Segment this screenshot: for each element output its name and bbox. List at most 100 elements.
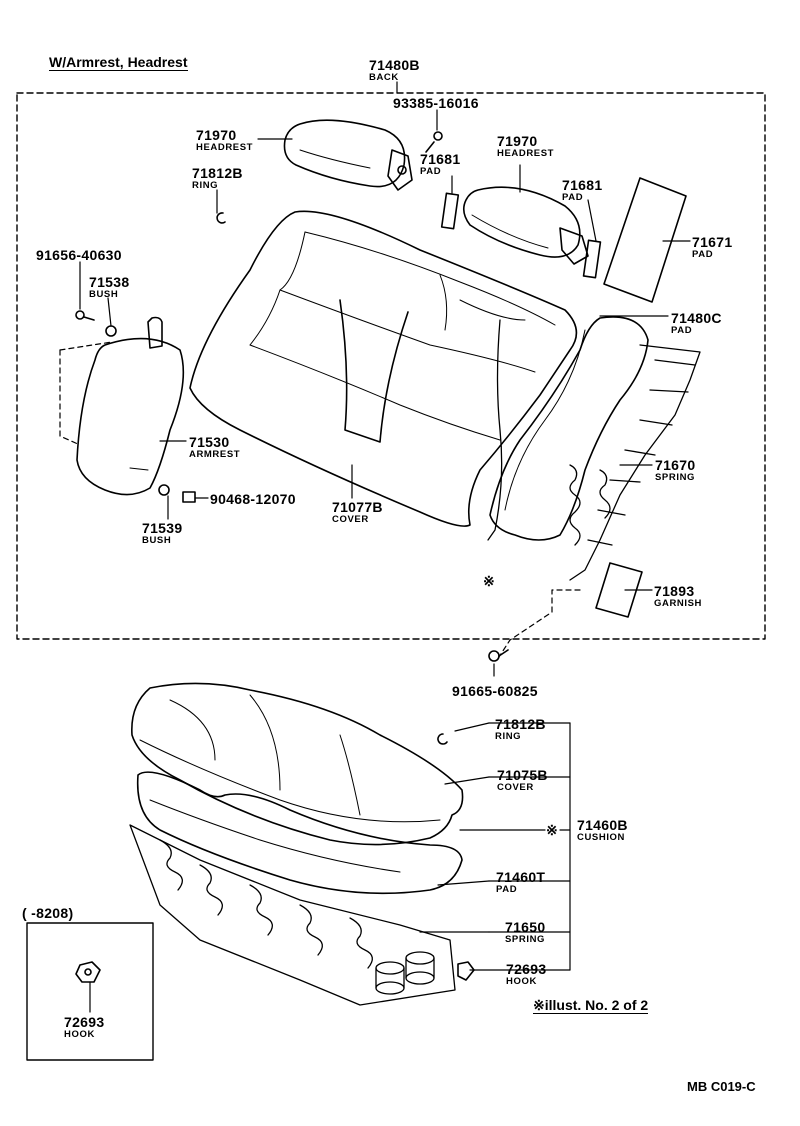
part-number: 71539: [142, 520, 183, 536]
part-number: 71075B: [497, 767, 548, 783]
part-number: 71893: [654, 583, 695, 599]
part-number: 71480C: [671, 310, 722, 326]
label-71077b: 71077B COVER: [332, 500, 383, 525]
label-71812b-cushion: 71812B RING: [495, 717, 546, 742]
part-number: 71970: [497, 133, 538, 149]
part-number: 71530: [189, 434, 230, 450]
part-name: RING: [495, 731, 522, 742]
label-71539: 71539 BUSH: [142, 521, 182, 546]
part-name: BACK: [369, 72, 399, 83]
inset-box: [26, 922, 154, 1061]
label-71075b: 71075B COVER: [497, 768, 548, 793]
armrest: [76, 316, 185, 496]
label-71893: 71893 GARNISH: [654, 584, 702, 609]
label-71681-right: 71681 PAD: [562, 178, 602, 203]
part-name: BUSH: [142, 535, 172, 546]
part-number: 71670: [655, 457, 696, 473]
part-number: 72693: [64, 1014, 105, 1030]
part-number: 71671: [692, 234, 733, 250]
label-71480c: 71480C PAD: [671, 311, 722, 336]
label-71530: 71530 ARMREST: [189, 435, 240, 460]
connector-dashes: [59, 341, 581, 661]
part-number: 71681: [562, 177, 603, 193]
pad-71681-right: [582, 239, 602, 279]
label-71671: 71671 PAD: [692, 235, 732, 260]
diagram-code: MB C019-C: [687, 1079, 756, 1094]
part-name: BUSH: [89, 289, 119, 300]
part-number: 71650: [505, 919, 546, 935]
pad-71671: [603, 177, 687, 303]
garnish-71893: [595, 562, 643, 618]
part-name: PAD: [692, 249, 714, 260]
part-number: 71538: [89, 274, 130, 290]
part-name: PAD: [496, 884, 518, 895]
label-71670: 71670 SPRING: [655, 458, 695, 483]
label-72693-inset: 72693 HOOK: [64, 1015, 104, 1040]
part-name: SPRING: [505, 934, 546, 945]
headrest-right: [462, 186, 589, 265]
back-pad-71480c: [489, 316, 649, 541]
label-91665-60825: 91665-60825: [452, 683, 538, 699]
part-number: 71480B: [369, 57, 420, 73]
part-name: PAD: [671, 325, 693, 336]
label-71480b: 71480B BACK: [369, 58, 420, 83]
label-71970-right: 71970 HEADREST: [497, 134, 554, 159]
part-number: 71077B: [332, 499, 383, 515]
asterisk-mark-back: ※: [483, 573, 496, 589]
label-71650: 71650 SPRING: [505, 920, 545, 945]
illust-note: ※illust. No. 2 of 2: [533, 997, 649, 1014]
part-name: PAD: [420, 166, 442, 177]
cushion-cover: [131, 682, 464, 846]
page-title: W/Armrest, Headrest: [49, 54, 188, 71]
part-number: 72693: [506, 961, 547, 977]
inset-range: ( -8208): [22, 905, 74, 921]
asterisk-mark-cushion: ※: [546, 822, 559, 838]
headrest-left: [283, 119, 413, 191]
part-name: HEADREST: [497, 148, 555, 159]
pin-90468: [182, 491, 196, 503]
part-name: RING: [192, 180, 219, 191]
hook-72693-inset: [75, 961, 101, 983]
cushion-spring-frame: [129, 824, 456, 1006]
bush-71538: [105, 325, 117, 337]
part-number: 71812B: [495, 716, 546, 732]
ring-71812b-cushion: [437, 733, 448, 745]
part-number: 71970: [196, 127, 237, 143]
back-assembly-boundary: [16, 92, 766, 640]
seat-back-cover: [189, 210, 578, 527]
label-71460t: 71460T PAD: [496, 870, 545, 895]
leader-lines: [79, 81, 691, 1013]
part-name: HOOK: [64, 1029, 95, 1040]
part-name: GARNISH: [654, 598, 703, 609]
label-72693: 72693 HOOK: [506, 962, 546, 987]
part-name: ARMREST: [189, 449, 241, 460]
label-90468-12070: 90468-12070: [210, 491, 296, 507]
ring-71812b-back: [216, 212, 226, 224]
part-name: HOOK: [506, 976, 537, 987]
bolt-93385: [425, 131, 443, 153]
part-number: 71812B: [192, 165, 243, 181]
label-93385-16016: 93385-16016: [393, 95, 479, 111]
screw-91656: [75, 310, 95, 321]
part-number: 71460B: [577, 817, 628, 833]
part-name: COVER: [497, 782, 534, 793]
hook-72693: [457, 961, 475, 981]
part-name: SPRING: [655, 472, 696, 483]
part-number: 71460T: [496, 869, 546, 885]
pad-71681-left: [440, 192, 460, 230]
label-71970-left: 71970 HEADREST: [196, 128, 253, 153]
part-number: 71681: [420, 151, 461, 167]
label-71538: 71538 BUSH: [89, 275, 129, 300]
label-71812b-back: 71812B RING: [192, 166, 243, 191]
bush-71539: [158, 484, 170, 496]
label-91656-40630: 91656-40630: [36, 247, 122, 263]
back-spring-frame: [487, 319, 701, 581]
part-name: COVER: [332, 514, 369, 525]
part-name: CUSHION: [577, 832, 626, 843]
label-71681-left: 71681 PAD: [420, 152, 460, 177]
bolt-91665: [488, 649, 509, 662]
label-71460b: 71460B CUSHION: [577, 818, 628, 843]
cushion-pad: [136, 771, 463, 895]
